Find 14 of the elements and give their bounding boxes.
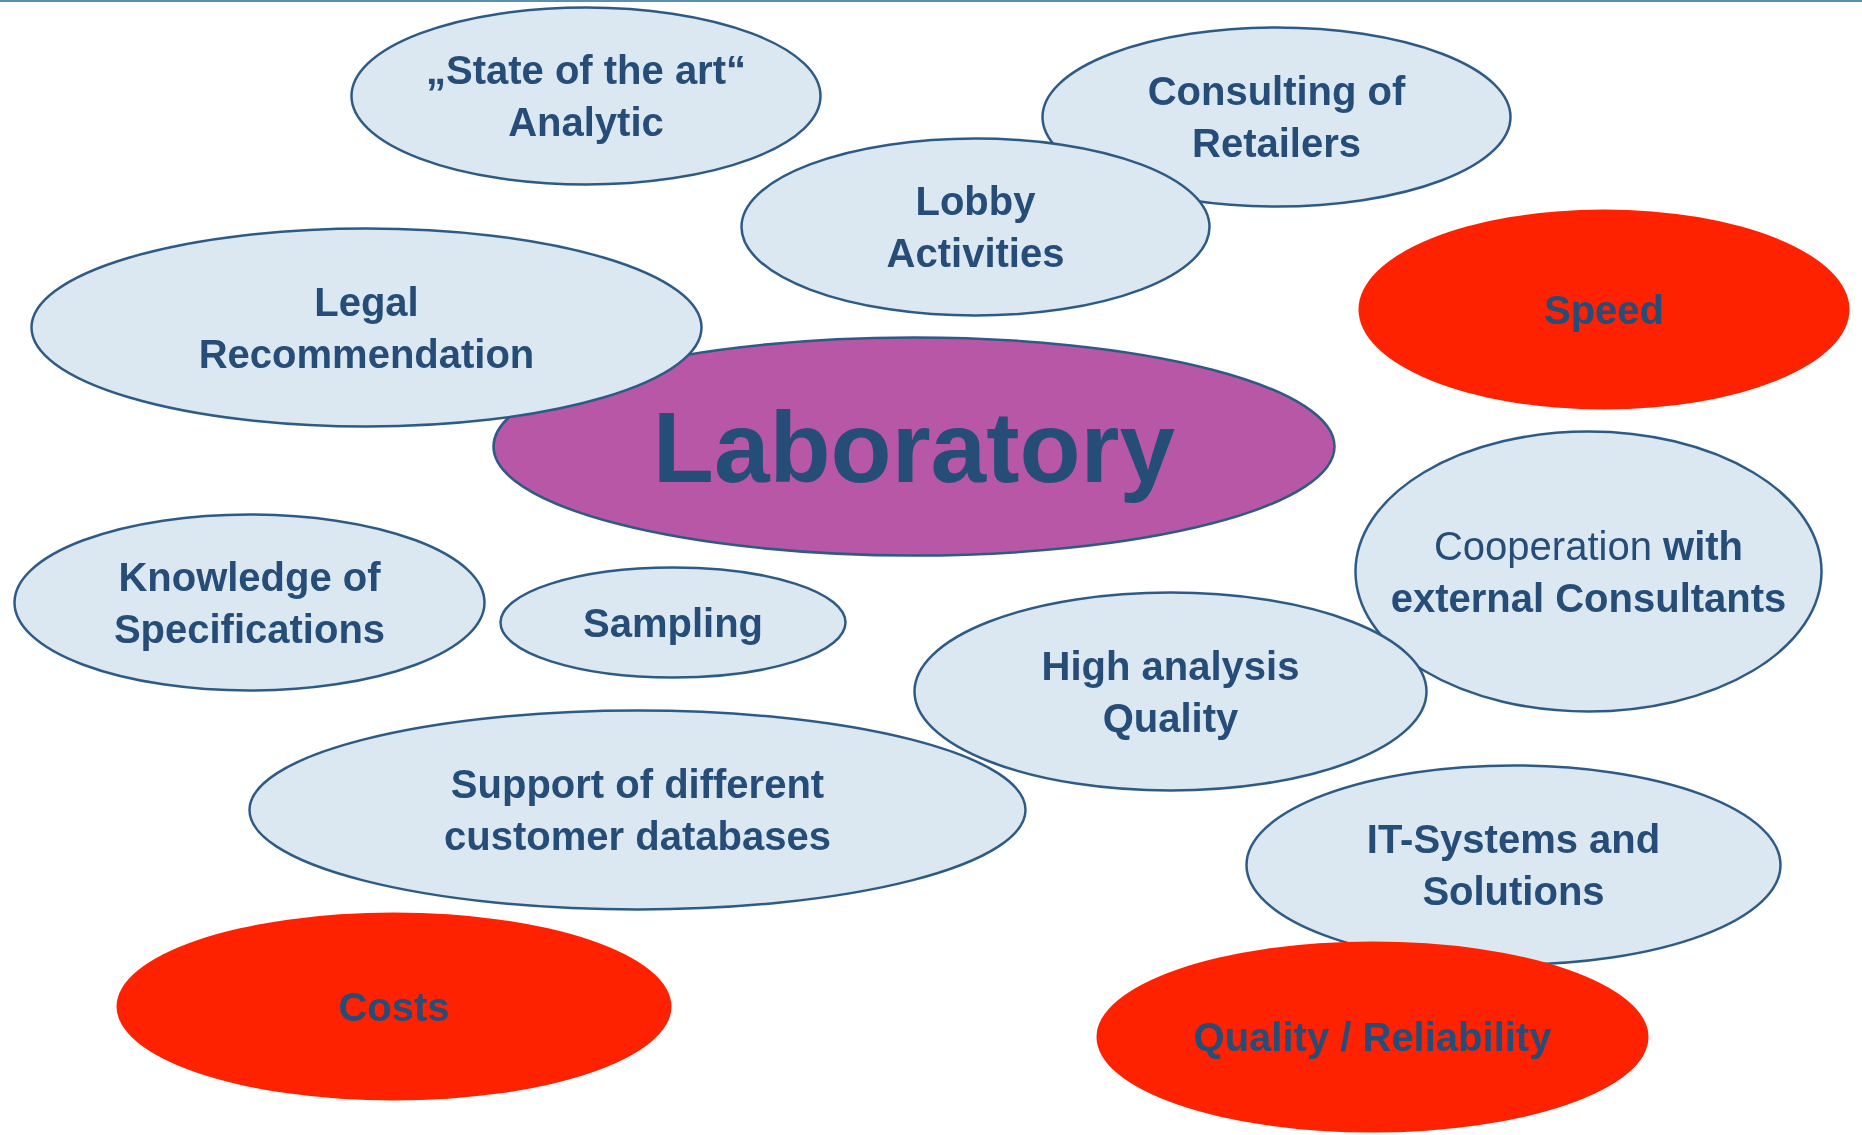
oval-label: „State of the art“ Analytic — [424, 47, 747, 146]
central-title: Laboratory — [652, 389, 1176, 505]
oval-label: Costs — [338, 983, 450, 1031]
oval-label: Consulting of Retailers — [1146, 68, 1407, 167]
oval-label: IT-Systems and Solutions — [1365, 816, 1662, 915]
oval-label: Support of different customer databases — [443, 761, 832, 860]
oval-label: Knowledge of Specifications — [112, 553, 387, 653]
oval-label: Sampling — [583, 599, 763, 647]
oval-label: Legal Recommendation — [197, 278, 536, 378]
oval-label: Cooperation with external Consultants — [1389, 522, 1788, 622]
oval-label: Quality / Reliability — [1193, 1014, 1552, 1061]
oval-label: High analysis Quality — [1040, 642, 1301, 742]
oval-label: Speed — [1543, 286, 1664, 334]
oval-label: Lobby Activities — [885, 178, 1066, 277]
